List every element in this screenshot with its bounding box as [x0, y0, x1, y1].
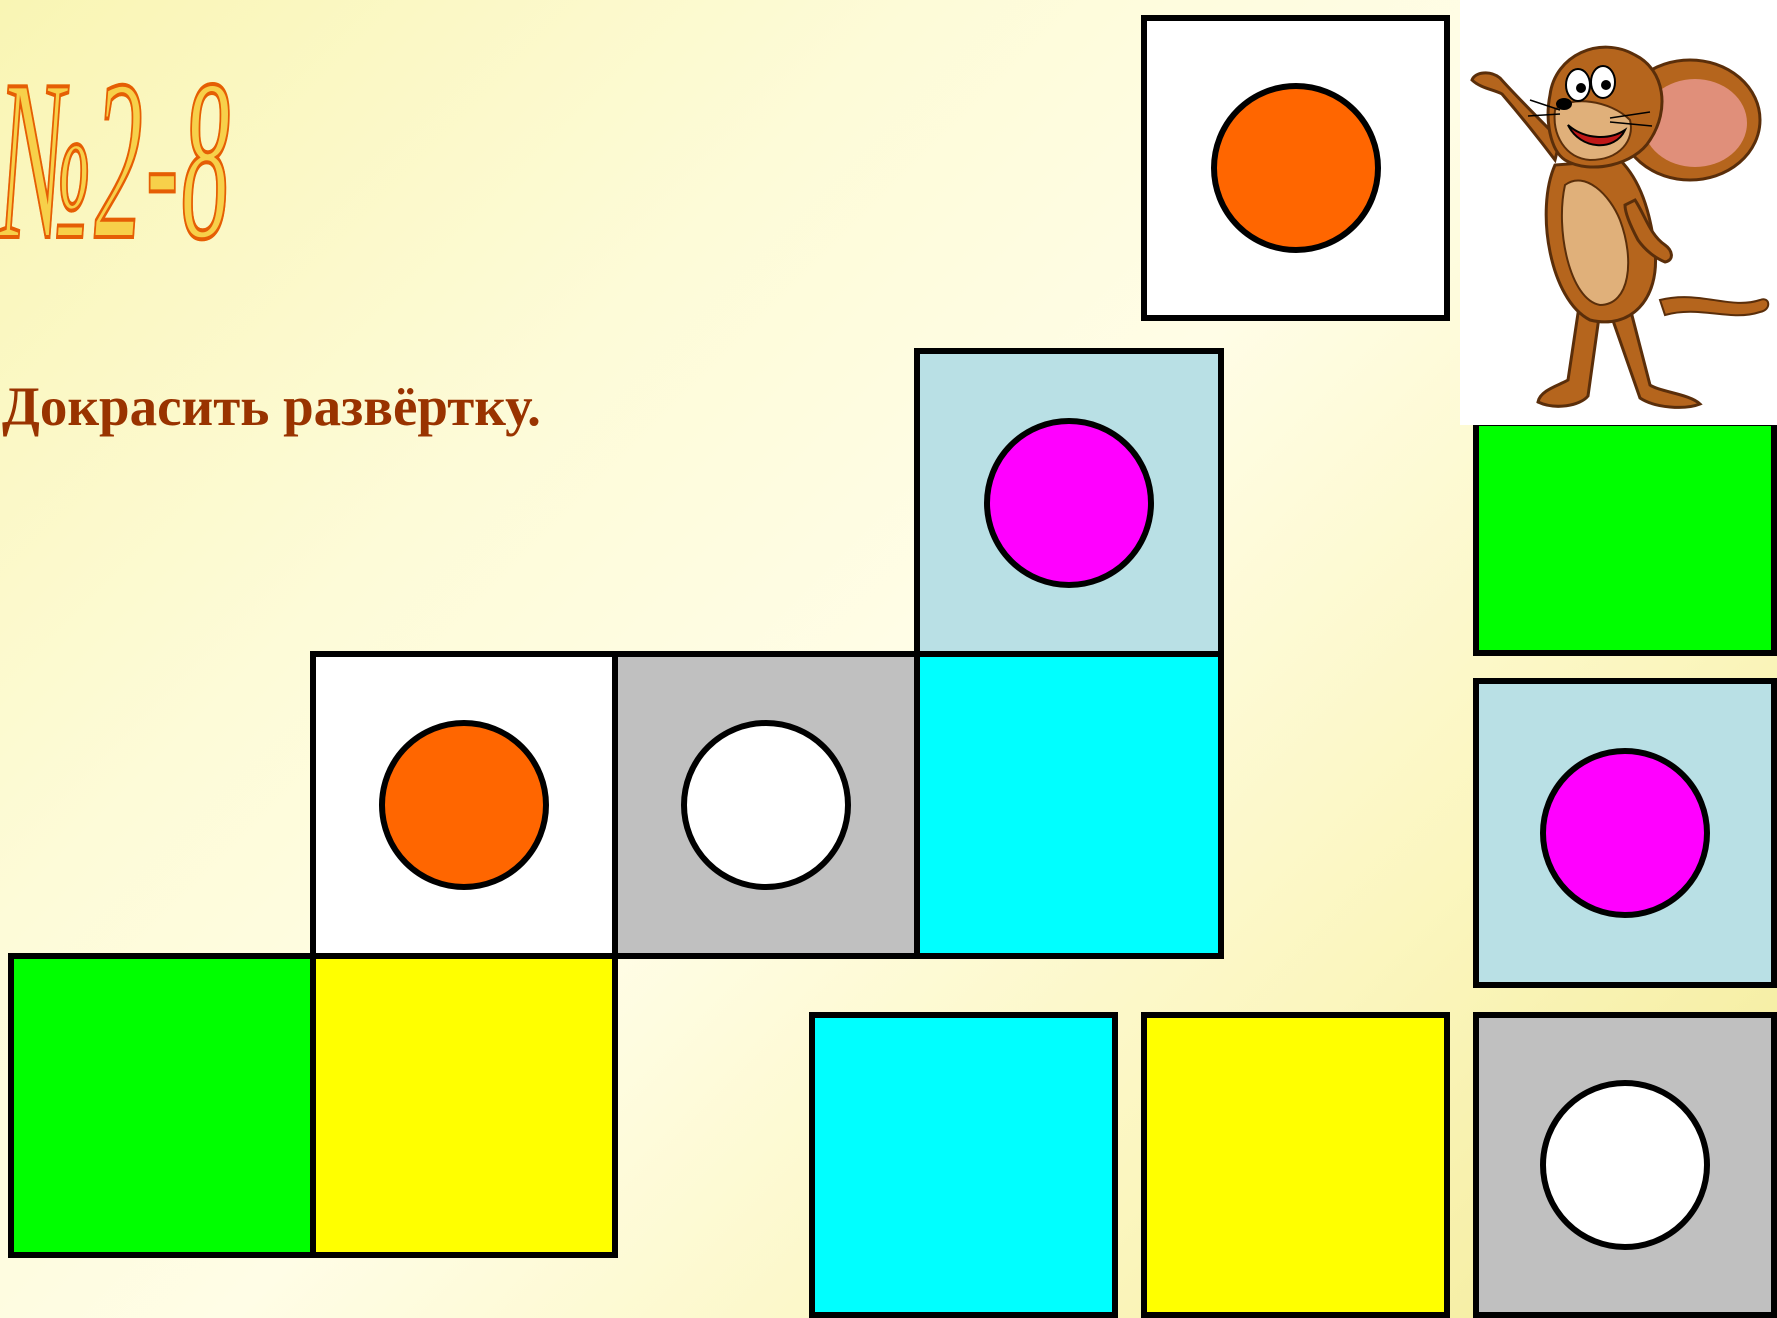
tile-yellow[interactable]	[1141, 1012, 1450, 1318]
tile-gray-white-dot[interactable]	[1473, 1012, 1777, 1318]
tile-green[interactable]	[1473, 420, 1777, 656]
tile-lightblue-magenta-dot[interactable]	[1473, 678, 1777, 988]
net-face-green[interactable]	[8, 953, 316, 1258]
net-face-gray-white-dot[interactable]	[612, 651, 920, 959]
net-face-white-orange-dot[interactable]	[310, 651, 618, 959]
white-dot-icon	[1540, 1080, 1710, 1250]
magenta-dot-icon	[1540, 748, 1710, 918]
orange-dot-icon	[1211, 83, 1381, 253]
slide-title: №2-8	[0, 45, 233, 275]
tile-white-orange-dot[interactable]	[1141, 15, 1450, 321]
cartoon-mouse-icon	[1460, 0, 1777, 425]
magenta-dot-icon	[984, 418, 1154, 588]
instruction-text: Докрасить развёртку.	[2, 375, 541, 438]
white-dot-icon	[681, 720, 851, 890]
net-face-yellow[interactable]	[310, 953, 618, 1258]
tile-cyan[interactable]	[809, 1012, 1118, 1318]
net-face-lightblue-magenta-dot[interactable]	[914, 348, 1224, 657]
net-face-cyan[interactable]	[914, 651, 1224, 959]
orange-dot-icon	[379, 720, 549, 890]
